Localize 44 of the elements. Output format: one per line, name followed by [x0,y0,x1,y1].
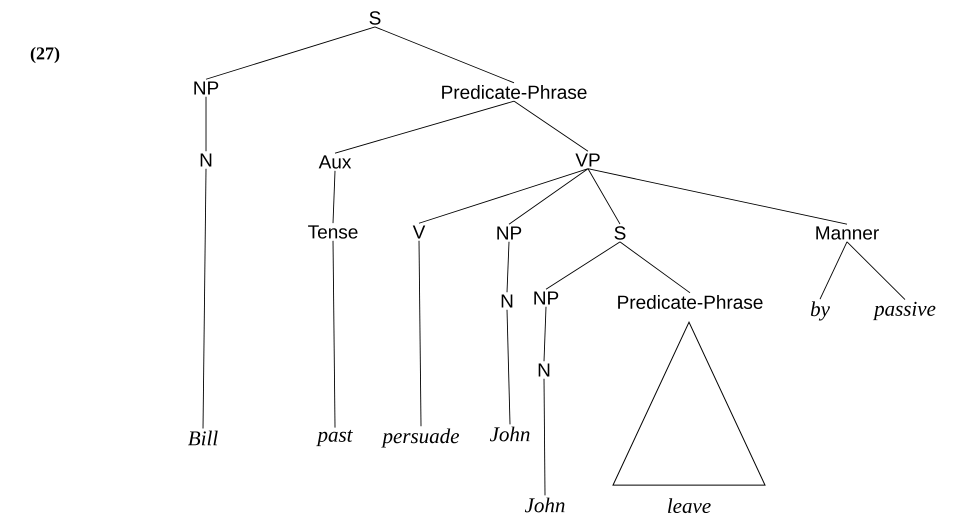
category-label: S [614,226,626,240]
category-label: NP [534,291,558,305]
category-label: N [502,294,512,308]
category-label: N [538,363,550,377]
word-label: passive [872,302,936,320]
word-label: leave [668,498,711,514]
branch-line [332,170,336,224]
word-label: persuade [381,428,460,448]
branch-line [206,26,376,80]
category-label: NP [194,81,218,95]
branch-line [588,168,620,224]
branch-line [506,309,510,425]
category-label: Predicate-Phrase [442,85,587,99]
branch-line [374,26,514,84]
branch-line [202,168,206,429]
category-label: Tense [308,225,358,239]
word-label: Bill [188,430,218,446]
branch-line [508,168,588,225]
branch-line [514,100,588,152]
word-label: past [316,430,353,446]
branch-line [846,241,906,300]
category-label: Aux [318,155,352,169]
branch-line [418,240,422,427]
branch-line [332,240,336,428]
branch-line [506,241,510,293]
branch-line [546,241,620,290]
category-label: Predicate-Phrase [618,295,763,309]
category-label: NP [497,226,522,240]
category-label: Manner [816,226,879,240]
branch-line [620,241,690,294]
category-label: VP [575,153,600,167]
example-number: (27) [30,46,60,64]
word-label: John [490,426,530,442]
branch-line [334,100,514,154]
branch-line [820,241,848,300]
branch-line [588,168,848,225]
word-label: by [810,301,830,321]
word-label: John [524,498,565,512]
branch-line [544,378,546,496]
branch-line [544,306,546,362]
category-label: S [370,11,380,25]
category-label: V [412,225,426,239]
category-label: N [200,153,212,167]
branch-line [418,168,588,224]
